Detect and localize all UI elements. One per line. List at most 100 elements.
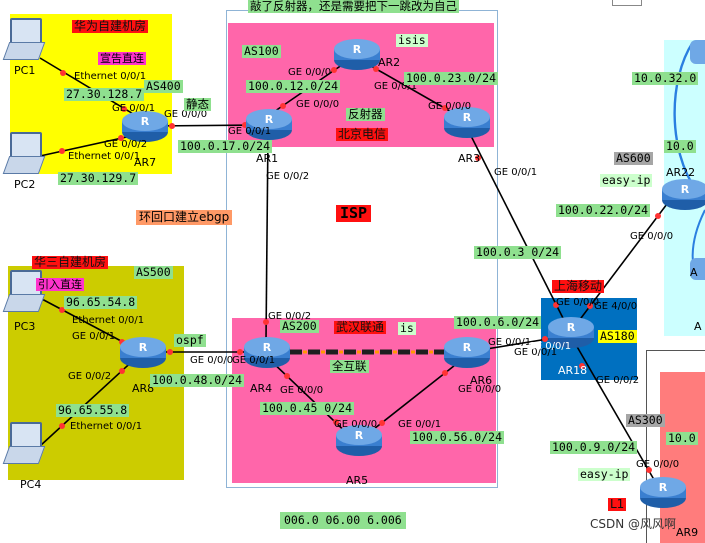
loopback-note: 环回口建立ebgp: [136, 210, 233, 225]
link-ar4-ar5: [267, 357, 355, 441]
n9-network: 100.0.9.0/24: [550, 440, 638, 454]
pc1-network: 27.30.128.7: [64, 87, 145, 101]
ar7-ge1: GE 0/0/1: [112, 103, 156, 114]
watermark: CSDN @风风啊: [590, 517, 677, 531]
pc3-eth-port: Ethernet 0/0/1: [72, 315, 145, 326]
ospf-label: ospf: [174, 333, 206, 347]
pc4-label: PC4: [20, 478, 42, 491]
ar18-ge2: GE 0/0/2: [596, 375, 640, 386]
n23-network: 100.0.23.0/24: [404, 71, 499, 85]
pc4-icon[interactable]: [2, 422, 46, 466]
ar5-router-icon[interactable]: R: [334, 424, 384, 458]
ar2-router-icon[interactable]: R: [332, 38, 382, 72]
n10a-network: 10.0: [664, 139, 696, 153]
ar4-router-icon[interactable]: R: [242, 336, 292, 370]
top-right-box: [612, 0, 642, 6]
as600-easyip: easy-ip: [600, 173, 653, 187]
svg-text:R: R: [265, 113, 274, 126]
ar3-ge1: GE 0/0/1: [494, 167, 538, 178]
n12-network: 100.0.12.0/24: [246, 79, 341, 93]
ar8-ge0: GE 0/0/0: [190, 355, 234, 366]
ar3-ge0: GE 0/0/0: [428, 101, 472, 112]
ar4-ge0: GE 0/0/0: [280, 385, 324, 396]
n6-network: 100.0.6.0/24: [454, 315, 542, 329]
ar7-ge2: GE 0/0/2: [104, 139, 148, 150]
beijing-name: 北京电信: [336, 127, 389, 141]
ar8-router-icon[interactable]: R: [118, 336, 168, 370]
shanghai-name: 上海移动: [552, 279, 605, 293]
svg-text:R: R: [463, 111, 472, 124]
n32-network: 10.0.32.0: [632, 71, 699, 85]
n56-network: 100.0.56.0/24: [410, 430, 505, 444]
isis-label: isis: [396, 33, 428, 47]
isp-label: ISP: [336, 205, 372, 222]
as600-label: AS600: [614, 151, 653, 165]
pc1-eth-port: Ethernet 0/0/1: [74, 71, 147, 82]
ar2-ge1: GE 0/0/1: [374, 81, 418, 92]
ar3-router-icon[interactable]: R: [442, 106, 492, 140]
n48-network: 100.0.48.0/24: [150, 373, 245, 387]
wuhan-name: 武汉联通: [334, 320, 387, 334]
ar1-label: AR1: [256, 152, 279, 165]
ar6-ge0: GE 0/0/0: [458, 384, 502, 395]
ar9-router-icon[interactable]: R: [638, 476, 688, 510]
svg-text:R: R: [141, 115, 150, 128]
as300-easyip: easy-ip: [578, 467, 631, 481]
as200-label: AS200: [280, 319, 319, 333]
as400-label: AS400: [144, 79, 183, 93]
ar7-router-icon[interactable]: R: [120, 110, 170, 144]
ar18-ge1: GE 0/0/1: [528, 341, 572, 352]
link-ar18-ar9: [571, 337, 661, 491]
n3-network: 100.0.3 0/24: [474, 245, 562, 259]
ar7-ge0: GE 0/0/0: [164, 109, 208, 120]
ar6-ge1: GE 0/0/1: [488, 337, 532, 348]
full-mesh-label: 全互联: [330, 359, 369, 373]
h3c-subtitle: 引入直连: [36, 278, 84, 291]
h3c-title: 华三自建机房: [32, 255, 109, 269]
svg-text:R: R: [681, 183, 690, 196]
pc3-label: PC3: [14, 320, 36, 333]
as500-label: AS500: [134, 265, 173, 279]
ar4-label: AR4: [250, 382, 273, 395]
ar7-label: AR7: [134, 156, 157, 169]
ar6-side-port: GE 0/0/1: [514, 347, 558, 358]
ar2-ge0: GE 0/0/0: [288, 67, 332, 78]
svg-text:R: R: [355, 429, 364, 442]
ar6-label: AR6: [470, 374, 493, 387]
ar9-label: AR9: [676, 526, 699, 539]
svg-text:R: R: [263, 341, 272, 354]
n22-network: 100.0.22.0/24: [556, 203, 651, 217]
ar2-label: AR2: [378, 56, 401, 69]
pc2-icon[interactable]: [2, 132, 46, 176]
ar8-ge1: GE 0/0/1: [72, 331, 116, 342]
ar1-ge0: GE 0/0/0: [296, 99, 340, 110]
side-b-label: A: [694, 320, 702, 333]
ar1-router-icon[interactable]: R: [244, 108, 294, 142]
ar18-ge4: GE 4/0/0: [594, 301, 638, 312]
ar18-ge0: GE 0/0/0: [556, 297, 600, 308]
huawei-subtitle: 宣告直连: [98, 52, 146, 65]
ar1-ge1: GE 0/0/1: [228, 126, 272, 137]
pc1-icon[interactable]: [2, 18, 46, 62]
ar18-router-icon[interactable]: R: [546, 316, 596, 350]
as600-node-top: [690, 40, 705, 64]
pc2-network: 27.30.129.7: [58, 171, 139, 185]
top-banner: 敲了反射器，还是需要把下一跳改为自己: [248, 0, 459, 13]
static-label: 静态: [184, 97, 211, 111]
pc2-label: PC2: [14, 178, 36, 191]
pc1-label: PC1: [14, 64, 36, 77]
svg-text:R: R: [139, 341, 148, 354]
svg-text:R: R: [659, 481, 668, 494]
ar22-ge0: GE 0/0/0: [630, 231, 674, 242]
link-ar3-ar18: [465, 125, 569, 329]
ar5-ge1: GE 0/0/1: [398, 419, 442, 430]
ar22-label: AR22: [666, 166, 696, 179]
svg-text:R: R: [567, 321, 576, 334]
ar6-router-icon[interactable]: R: [442, 336, 492, 370]
pc3-icon[interactable]: [2, 270, 46, 314]
ar4-ge2: GE 0/0/2: [268, 311, 312, 322]
ar3-label: AR3: [458, 152, 481, 165]
as300-outline: [646, 350, 705, 543]
ar8-ge2: GE 0/0/2: [68, 371, 112, 382]
ar22-router-icon[interactable]: R: [660, 178, 705, 212]
